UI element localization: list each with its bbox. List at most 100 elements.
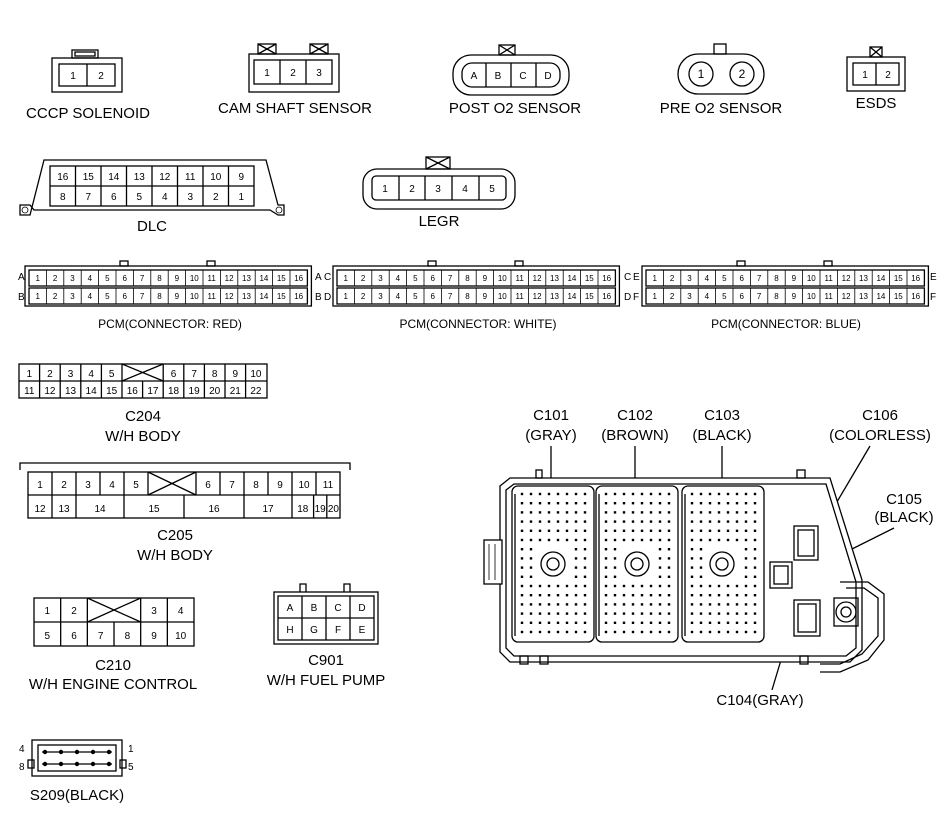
c901-connector: A B C D H G F E C901 W/H FUEL PUMP: [267, 583, 385, 689]
jb-terminal: [708, 538, 712, 542]
jb-terminal: [613, 621, 617, 624]
jb-terminal: [735, 492, 739, 496]
pcm-red-grid-a: 10: [190, 274, 199, 283]
jb-terminal: [556, 612, 560, 615]
jb-terminal: [744, 630, 748, 634]
jb-terminal: [529, 575, 533, 578]
jb-terminal: [658, 603, 662, 606]
jb-terminal: [640, 502, 644, 505]
jb-terminal: [649, 520, 653, 523]
jb-terminal: [744, 557, 748, 560]
pcm-blue-row-b-left: F: [633, 292, 639, 303]
pcm-red-grid-b: 5: [105, 292, 110, 301]
jb-terminal: [622, 594, 626, 597]
pcm-white-row-b-right: D: [624, 292, 631, 303]
pcm-blue-grid-f: 16: [911, 292, 920, 301]
pcm-white-grid-c: 10: [498, 274, 507, 283]
jb-terminal: [717, 594, 721, 597]
jb-terminal: [547, 502, 551, 505]
cam-pin: 3: [316, 68, 322, 79]
jb-terminal: [529, 492, 533, 496]
jb-terminal: [631, 603, 635, 606]
jb-terminal: [667, 603, 671, 606]
c205-pin: 5: [133, 480, 139, 491]
pcm-white-grid-d: 3: [378, 292, 383, 301]
jb-terminal: [753, 575, 757, 578]
jb-terminal: [583, 511, 587, 514]
pcm-white-grid-c: 16: [602, 274, 611, 283]
jb-terminal: [613, 492, 617, 496]
pcm-white-grid-c: 2: [361, 274, 366, 283]
esds-label: ESDS: [856, 95, 897, 112]
jb-terminal: [547, 621, 551, 624]
jb-terminal: [556, 630, 560, 634]
pcm-blue-grid-f: 8: [774, 292, 779, 301]
c205-pin: 7: [229, 480, 235, 491]
c204-pin: 14: [86, 386, 98, 397]
jb-terminal: [717, 502, 721, 505]
pcm-white-grid-d: 4: [396, 292, 401, 301]
jb-terminal: [667, 566, 671, 569]
jb-terminal: [631, 529, 635, 532]
c204-pin: 22: [250, 386, 262, 397]
jb-terminal: [690, 621, 694, 624]
c204-pin: 11: [24, 386, 35, 397]
jb-terminal: [520, 511, 524, 514]
pcm-white-grid-c: 1: [343, 274, 348, 283]
pcm-blue-grid-e: 16: [911, 274, 920, 283]
s209-terminal: [90, 749, 96, 755]
jb-terminal: [529, 538, 533, 542]
jb-terminal: [753, 538, 757, 542]
pcm-white-grid-c: 9: [483, 274, 488, 283]
c901-pin: G: [310, 625, 318, 636]
jb-terminal: [726, 630, 730, 634]
jb-terminal: [631, 612, 635, 615]
pcm-white-grid-d: 11: [516, 292, 525, 301]
pcm-white-grid-d: 6: [430, 292, 435, 301]
jb-terminal: [753, 584, 757, 588]
pre-o2-pin: 2: [739, 67, 746, 81]
c901-pin: C: [334, 603, 341, 614]
jb-terminal: [690, 584, 694, 588]
jb-terminal: [613, 511, 617, 514]
jb-terminal: [640, 594, 644, 597]
jb-terminal: [640, 529, 644, 532]
jb-terminal: [658, 548, 662, 551]
dlc-pin: 2: [213, 192, 219, 203]
pcm-blue-grid-f: 6: [739, 292, 744, 301]
jb-terminal: [726, 621, 730, 624]
jb-terminal: [613, 630, 617, 634]
pcm-red-grid-a: 6: [122, 274, 127, 283]
jb-terminal: [708, 502, 712, 505]
jb-terminal: [690, 566, 694, 569]
pcm-white-label: PCM(CONNECTOR: WHITE): [399, 317, 556, 331]
jb-terminal: [717, 603, 721, 606]
jb-terminal: [690, 557, 694, 560]
jb-terminal: [699, 492, 703, 496]
pcm-red-grid-a: 1: [35, 274, 40, 283]
c210-label: C210: [95, 657, 131, 674]
pcm-red-grid-b: 16: [294, 292, 303, 301]
jb-terminal: [538, 492, 542, 496]
jb-terminal: [565, 538, 569, 542]
dlc-pin: 5: [136, 192, 142, 203]
pcm-red-grid-b: 9: [175, 292, 180, 301]
dlc-pin: 6: [111, 192, 117, 203]
jb-terminal: [717, 538, 721, 542]
jb-terminal: [622, 612, 626, 615]
s209-terminal: [74, 749, 80, 755]
jb-terminal: [753, 529, 757, 532]
c204-pin: 18: [168, 386, 180, 397]
jb-terminal: [640, 621, 644, 624]
pcm-red-grid-b: 1: [35, 292, 40, 301]
s209-terminal: [74, 761, 80, 767]
jb-terminal: [556, 529, 560, 532]
c204-pin: 15: [106, 386, 118, 397]
jb-terminal: [735, 520, 739, 523]
jb-terminal: [744, 548, 748, 551]
jb-terminal: [529, 548, 533, 551]
